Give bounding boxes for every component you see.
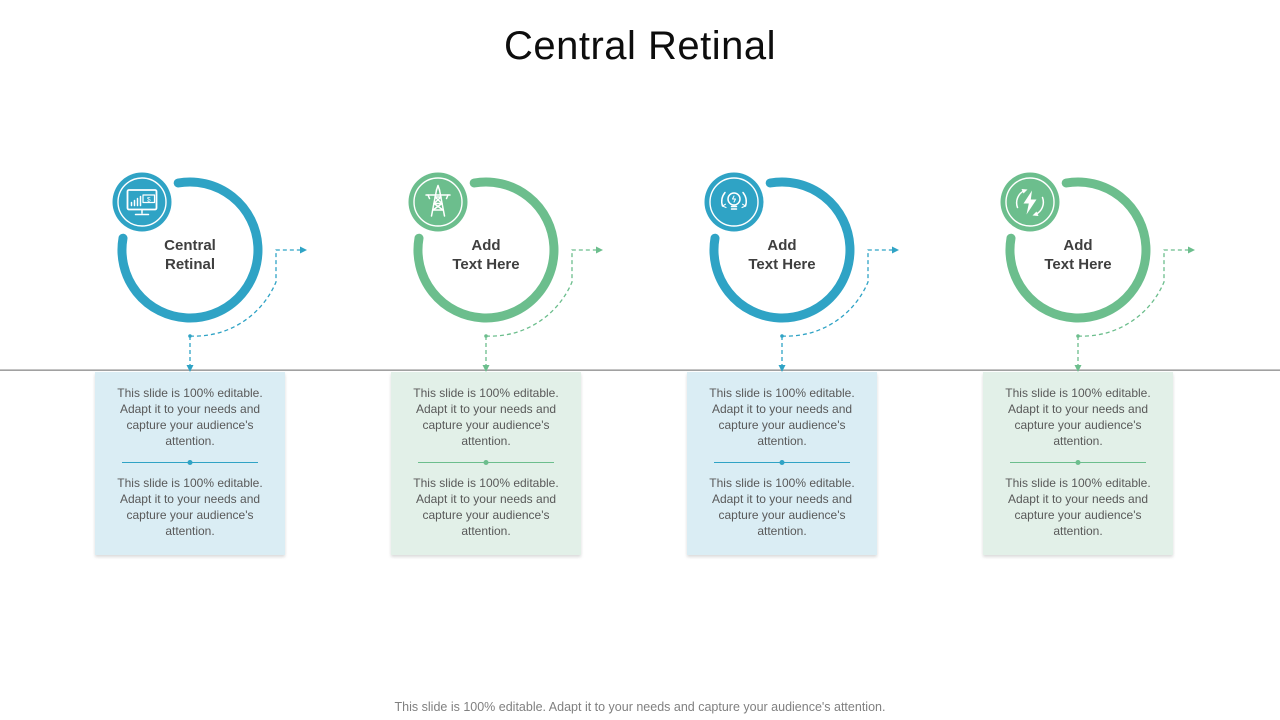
step-graphic-4	[1000, 172, 1195, 372]
dashed-arrow-right	[1077, 249, 1188, 337]
icon-badge-ring	[413, 177, 463, 227]
icon-badge-ring	[709, 177, 759, 227]
connector-junction-dot	[1076, 334, 1080, 338]
textbox-paragraph-top: This slide is 100% editable. Adapt it to…	[1005, 386, 1151, 448]
step-graphic-2	[408, 172, 603, 372]
power-tower-icon	[425, 184, 451, 217]
connector-junction-dot	[188, 334, 192, 338]
step-ring	[1005, 177, 1151, 323]
arrowhead-right-icon	[300, 246, 307, 254]
step-ring	[709, 177, 855, 323]
connector-junction-dot	[780, 334, 784, 338]
dashed-arrow-right	[781, 249, 892, 337]
step-textbox: This slide is 100% editable. Adapt it to…	[95, 372, 285, 555]
step-textbox: This slide is 100% editable. Adapt it to…	[983, 372, 1173, 555]
textbox-paragraph-top: This slide is 100% editable. Adapt it to…	[709, 386, 855, 448]
icon-badge	[408, 172, 468, 232]
textbox-paragraph-top: This slide is 100% editable. Adapt it to…	[413, 386, 559, 448]
textbox-paragraph-bottom: This slide is 100% editable. Adapt it to…	[1005, 476, 1151, 538]
step-textbox: This slide is 100% editable. Adapt it to…	[391, 372, 581, 555]
arrowhead-down-icon	[186, 365, 194, 372]
svg-text:$: $	[147, 196, 151, 203]
page-title: Central Retinal	[503, 24, 777, 68]
arrowhead-right-icon	[1188, 246, 1195, 254]
energy-cycle-icon	[1015, 189, 1045, 216]
arrowhead-down-icon	[778, 365, 786, 372]
step-graphic-3	[704, 172, 899, 372]
textbox-divider	[714, 462, 850, 463]
textbox-paragraph-bottom: This slide is 100% editable. Adapt it to…	[117, 476, 263, 538]
textbox-paragraph-bottom: This slide is 100% editable. Adapt it to…	[709, 476, 855, 538]
arrowhead-down-icon	[482, 365, 490, 372]
dashed-arrow-right	[485, 249, 596, 337]
step-label: Add Text Here	[748, 237, 816, 273]
arrowhead-right-icon	[596, 246, 603, 254]
textbox-divider	[418, 462, 554, 463]
arrowhead-down-icon	[1074, 365, 1082, 372]
textbox-divider	[1010, 462, 1146, 463]
icon-badge-ring	[1005, 177, 1055, 227]
step-graphic-1: $	[112, 172, 307, 372]
arrowhead-right-icon	[892, 246, 899, 254]
step-ring	[413, 177, 559, 323]
horizontal-divider-line	[0, 369, 1280, 371]
step-label: Add Text Here	[452, 237, 520, 273]
dashed-arrow-right	[189, 249, 300, 337]
connector-junction-dot	[484, 334, 488, 338]
monitor-sales-chart-icon: $	[126, 189, 158, 216]
step-label: Add Text Here	[1044, 237, 1112, 273]
step-textbox: This slide is 100% editable. Adapt it to…	[687, 372, 877, 555]
footer-note: This slide is 100% editable. Adapt it to…	[394, 700, 886, 714]
step-ring	[117, 177, 263, 323]
icon-badge-ring	[117, 177, 167, 227]
icon-badge	[112, 172, 172, 232]
textbox-divider	[122, 462, 258, 463]
textbox-paragraph-bottom: This slide is 100% editable. Adapt it to…	[413, 476, 559, 538]
textbox-paragraph-top: This slide is 100% editable. Adapt it to…	[117, 386, 263, 448]
step-label: Central Retinal	[164, 237, 216, 273]
lightbulb-hands-icon	[721, 191, 747, 210]
